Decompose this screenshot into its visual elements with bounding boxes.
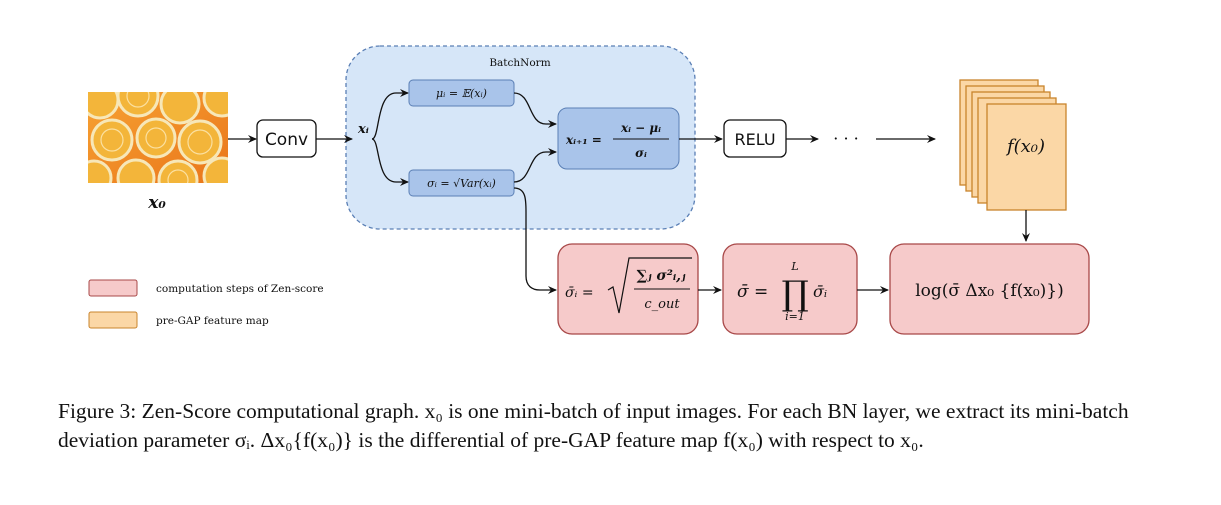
mu-label: μᵢ = 𝔼(xᵢ)	[436, 87, 487, 100]
input-label: x₀	[147, 193, 166, 213]
caption-text: Figure 3: Zen-Score computational graph.…	[58, 399, 1134, 452]
legend-swatch-zen	[88, 279, 138, 297]
feature-label: f(x₀)	[1005, 136, 1045, 157]
figure-caption: Figure 3: Zen-Score computational graph.…	[58, 397, 1168, 455]
log-expression: log(σ̄ Δx₀ {f(x₀)})	[915, 281, 1064, 301]
normalize-lhs: xᵢ₊₁ =	[565, 133, 602, 147]
sigma-node	[408, 169, 515, 197]
sigma-bar-denominator: c_out	[644, 297, 680, 312]
conv-label: Conv	[265, 130, 308, 150]
product-top: L	[790, 260, 798, 273]
xi-label: xᵢ	[357, 122, 369, 137]
product-node	[722, 243, 858, 335]
product-symbol: ∏	[781, 274, 808, 314]
arrow-sigma-sigmabar	[513, 187, 557, 294]
branch-to-mu	[371, 89, 409, 140]
normalize-denominator: σᵢ	[635, 146, 647, 160]
legend: computation steps of Zen-score pre-GAP f…	[88, 279, 324, 329]
relu-label: RELU	[734, 130, 775, 149]
log-node	[889, 243, 1090, 335]
zen-score-diagram: x₀ Conv BatchNorm xᵢ μᵢ = 𝔼(xᵢ) σᵢ = √Va…	[88, 45, 1090, 335]
normalize-numerator: xᵢ − μᵢ	[620, 121, 661, 135]
product-lhs: σ̄ =	[737, 282, 768, 302]
sigma-bar-numerator: ∑ⱼ σ²ᵢ,ⱼ	[637, 268, 686, 284]
ellipsis: · · ·	[833, 129, 858, 148]
sigma-bar-node	[557, 243, 699, 335]
sigma-label: σᵢ = √Var(xᵢ)	[427, 177, 496, 190]
input-image	[88, 92, 228, 183]
arrow-mu-norm	[513, 92, 557, 128]
arrow-sigma-norm	[513, 148, 557, 183]
legend-label-zen: computation steps of Zen-score	[156, 283, 324, 295]
product-bottom: i=1	[785, 310, 805, 323]
batchnorm-title: BatchNorm	[489, 57, 550, 69]
branch-to-sigma	[371, 138, 409, 186]
sigma-bar-lhs: σ̄ᵢ =	[565, 285, 594, 301]
legend-label-feature: pre-GAP feature map	[156, 315, 269, 327]
legend-swatch-feature	[88, 311, 138, 329]
product-rhs: σ̄ᵢ	[813, 282, 827, 301]
sqrt-sign	[607, 257, 692, 314]
